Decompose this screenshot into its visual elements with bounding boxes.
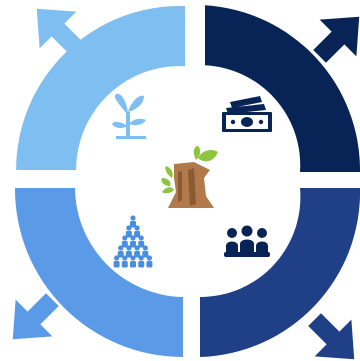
person-head (118, 245, 124, 251)
person-body (117, 251, 124, 258)
person-body (134, 251, 141, 258)
quadrant-bottom-right-arc (200, 188, 360, 357)
arrow-bottom-left-icon (12, 293, 59, 340)
person-body (142, 251, 149, 258)
meeting-group-icon (224, 225, 270, 257)
person-head (130, 235, 136, 241)
person-head (134, 225, 140, 231)
person-head (130, 255, 136, 261)
arrow-top-left-icon (36, 8, 83, 55)
money-icon (222, 96, 272, 132)
person-head (122, 235, 128, 241)
sprout-icon (112, 93, 146, 139)
person-head (130, 215, 136, 221)
person-head (114, 255, 120, 261)
person-head (122, 255, 128, 261)
people-pyramid-icon (113, 215, 153, 268)
tree-stump-icon (161, 146, 218, 208)
person-body (125, 231, 132, 238)
person-body (125, 251, 132, 258)
person-body (146, 261, 153, 268)
person-head (134, 245, 140, 251)
quadrant-top-right-arc (205, 5, 360, 172)
arrow-top-right-icon (313, 16, 360, 63)
person-body (134, 231, 141, 238)
person-body (121, 241, 128, 248)
quadrant-bottom-left-arc (14, 188, 184, 357)
person-body (138, 241, 145, 248)
person-body (130, 241, 136, 248)
person-head (126, 245, 132, 251)
person-head (146, 255, 152, 261)
person-body (138, 261, 145, 268)
person-body (130, 221, 136, 228)
person-head (126, 225, 132, 231)
person-head (142, 245, 148, 251)
arrow-bottom-right-icon (308, 313, 355, 360)
person-body (121, 261, 128, 268)
person-body (130, 261, 136, 268)
quadrant-top-left-arc (16, 6, 185, 171)
person-head (138, 255, 144, 261)
person-body (113, 261, 120, 268)
person-head (138, 235, 144, 241)
